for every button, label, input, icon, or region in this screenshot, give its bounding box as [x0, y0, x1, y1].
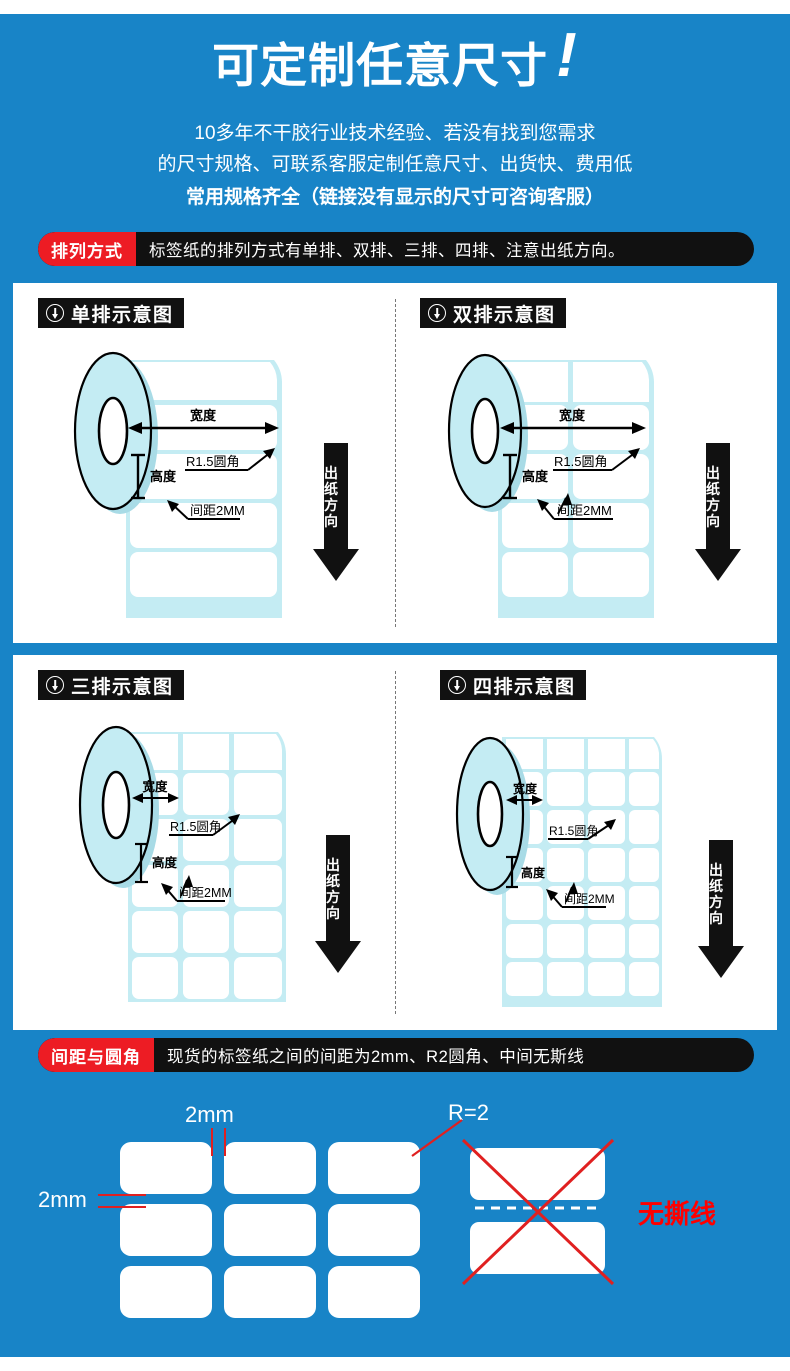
page-title-text: 可定制任意尺寸	[212, 39, 549, 92]
diagram-title-quad-text: 四排示意图	[473, 676, 576, 698]
subtitle-line-2: 的尺寸规格、可联系客服定制任意尺寸、出货快、费用低	[157, 154, 633, 175]
diagram-cell-quad: 四排示意图	[395, 655, 777, 1030]
paper-direction-text-single: 出纸方向	[324, 465, 338, 529]
label-roll-single: 宽度 高度 R1.5圆角	[68, 348, 303, 628]
paper-direction-arrow-single: 出纸方向	[313, 443, 359, 583]
label-swatch	[120, 1204, 212, 1256]
gap-marker-line	[98, 1206, 146, 1208]
radius-leader-line	[411, 1119, 463, 1157]
diagram-title-single-text: 单排示意图	[71, 304, 174, 326]
svg-text:R1.5圆角: R1.5圆角	[554, 454, 607, 469]
label-swatch	[328, 1266, 420, 1318]
paper-direction-arrow-double: 出纸方向	[695, 443, 741, 583]
svg-text:间距2MM: 间距2MM	[190, 503, 245, 518]
subtitle-line-1: 10多年不干胶行业技术经验、若没有找到您需求	[194, 123, 596, 144]
arrow-head-quad	[698, 946, 744, 978]
down-arrow-circle-icon	[448, 676, 466, 694]
diagram-cell-double: 双排示意图	[395, 283, 777, 643]
label-swatch	[328, 1142, 420, 1194]
tear-example-label-bottom	[470, 1222, 605, 1274]
svg-text:高度: 高度	[152, 855, 178, 870]
label-roll-triple: 宽度 高度 R1.5圆角	[73, 720, 313, 1010]
diagram-panel-bottom: 三排示意图	[13, 655, 777, 1030]
diagram-title-double: 双排示意图	[420, 298, 566, 328]
arrangement-banner: 排列方式 标签纸的排列方式有单排、双排、三排、四排、注意出纸方向。	[38, 232, 754, 266]
svg-text:间距2MM: 间距2MM	[564, 892, 615, 906]
label-swatch	[224, 1204, 316, 1256]
label-roll-double: 宽度 高度 R1.5圆角	[440, 348, 675, 628]
paper-direction-text-double: 出纸方向	[706, 465, 720, 529]
panel-divider-top	[395, 299, 396, 627]
gap-marker-line	[98, 1194, 146, 1196]
subtitle-line-3: 常用规格齐全（链接没有显示的尺寸可咨询客服）	[185, 187, 604, 208]
label-swatch	[224, 1266, 316, 1318]
svg-text:宽度: 宽度	[189, 408, 217, 423]
label-roll-quad: 宽度 高度 R1.5圆角	[450, 727, 690, 1017]
diagram-title-quad: 四排示意图	[440, 670, 586, 700]
paper-direction-label-quad: 出纸方向	[709, 840, 733, 948]
svg-text:高度: 高度	[522, 469, 549, 484]
diagram-title-single: 单排示意图	[38, 298, 184, 328]
label-swatch	[120, 1266, 212, 1318]
svg-text:间距2MM: 间距2MM	[179, 886, 232, 900]
paper-direction-label-double: 出纸方向	[706, 443, 730, 551]
svg-text:高度: 高度	[521, 865, 546, 880]
arrangement-banner-text: 标签纸的排列方式有单排、双排、三排、四排、注意出纸方向。	[149, 242, 625, 260]
exclamation-mark: !	[556, 21, 578, 90]
corner-radius-label: R=2	[448, 1100, 489, 1125]
paper-direction-arrow-triple: 出纸方向	[315, 835, 361, 975]
svg-text:间距2MM: 间距2MM	[557, 503, 612, 518]
arrow-head-triple	[315, 941, 361, 973]
subtitle-block: 10多年不干胶行业技术经验、若没有找到您需求 的尺寸规格、可联系客服定制任意尺寸…	[0, 118, 790, 213]
diagram-cell-triple: 三排示意图	[13, 655, 395, 1030]
paper-direction-label-triple: 出纸方向	[326, 835, 350, 943]
svg-text:宽度: 宽度	[141, 779, 168, 794]
tear-example-label-top	[470, 1148, 605, 1200]
down-arrow-circle-icon	[46, 676, 64, 694]
tear-line-and-cross	[461, 1138, 615, 1286]
svg-text:R1.5圆角: R1.5圆角	[170, 820, 221, 834]
diagram-title-double-text: 双排示意图	[453, 304, 556, 326]
svg-text:R1.5圆角: R1.5圆角	[186, 454, 239, 469]
gap-vertical-label: 2mm	[38, 1187, 87, 1212]
label-swatch	[328, 1204, 420, 1256]
arrangement-banner-tag: 排列方式	[38, 232, 136, 266]
spacing-banner-text: 现货的标签纸之间的间距为2mm、R2圆角、中间无斯线	[167, 1048, 585, 1066]
label-swatch	[120, 1142, 212, 1194]
diagram-title-triple-text: 三排示意图	[71, 676, 174, 698]
spacing-banner: 间距与圆角 现货的标签纸之间的间距为2mm、R2圆角、中间无斯线	[38, 1038, 754, 1072]
diagram-title-triple: 三排示意图	[38, 670, 184, 700]
gap-marker-line	[211, 1128, 213, 1156]
arrow-head-double	[695, 549, 741, 581]
label-swatch	[224, 1142, 316, 1194]
svg-text:宽度: 宽度	[558, 408, 586, 423]
paper-direction-label-single: 出纸方向	[324, 443, 348, 551]
paper-direction-arrow-quad: 出纸方向	[698, 840, 744, 980]
diagram-panel-top: 单排示意图	[13, 283, 777, 643]
paper-direction-text-triple: 出纸方向	[326, 857, 340, 921]
down-arrow-circle-icon	[428, 304, 446, 322]
spacing-illustration: 2mm 2mm R=2 无撕线	[0, 1090, 790, 1360]
gap-horizontal-label: 2mm	[185, 1102, 234, 1127]
paper-direction-text-quad: 出纸方向	[709, 862, 723, 926]
spacing-banner-tag: 间距与圆角	[38, 1038, 154, 1072]
gap-marker-line	[224, 1128, 226, 1156]
svg-text:高度: 高度	[150, 469, 177, 484]
no-tear-line-label: 无撕线	[638, 1199, 717, 1229]
arrow-head-single	[313, 549, 359, 581]
svg-text:R1.5圆角: R1.5圆角	[549, 824, 598, 838]
svg-text:宽度: 宽度	[512, 781, 538, 796]
page-title: 可定制任意尺寸!	[0, 25, 790, 95]
down-arrow-circle-icon	[46, 304, 64, 322]
panel-divider-bottom	[395, 671, 396, 1014]
diagram-cell-single: 单排示意图	[13, 283, 395, 643]
